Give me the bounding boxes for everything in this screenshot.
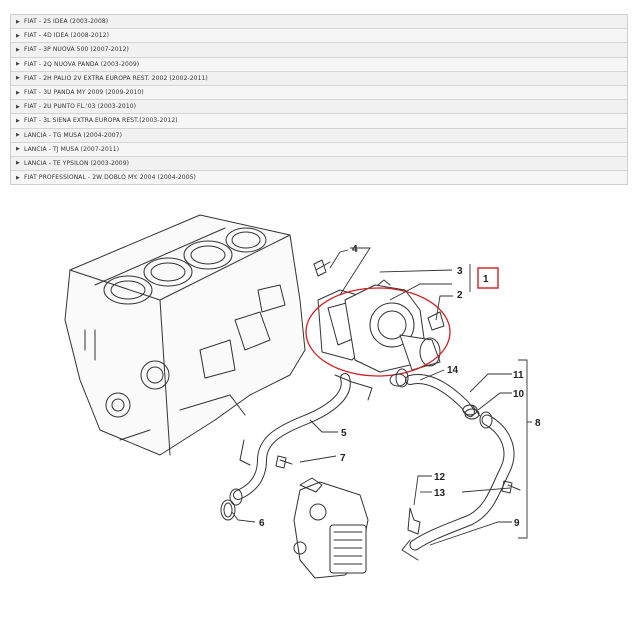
- thermostat-housing-illustration: [317, 279, 445, 373]
- leader-line: [469, 373, 512, 393]
- sensor-illustration: [407, 507, 421, 535]
- callout-1[interactable]: 1: [483, 274, 489, 285]
- model-label: LANCIA - TG MUSA (2004-2007): [24, 131, 123, 139]
- expand-arrow-icon[interactable]: ▶: [16, 46, 20, 53]
- leader-line: [231, 511, 256, 523]
- clamp-illustration: [389, 373, 480, 420]
- model-label: FIAT - 2H PALIO 2V EXTRA EUROPA REST. 20…: [24, 74, 208, 82]
- expand-arrow-icon[interactable]: ▶: [16, 103, 20, 110]
- model-row[interactable]: ▶ LANCIA - TJ MUSA (2007-2011): [11, 142, 627, 157]
- callout-box-highlighted: [477, 267, 499, 289]
- bolt-illustration: [275, 455, 293, 469]
- bolt-illustration: [313, 259, 331, 277]
- water-pump-illustration: [293, 477, 369, 579]
- model-row[interactable]: ▶ FIAT - 2Q NUOVA PANDA (2003-2009): [11, 57, 627, 72]
- leader-line: [309, 419, 338, 433]
- callout-7[interactable]: 7: [340, 453, 346, 464]
- upper-hose-illustration: [395, 368, 481, 417]
- callout-4[interactable]: 4: [352, 244, 358, 255]
- model-label: FIAT - 2Q NUOVA PANDA (2003-2009): [24, 60, 140, 68]
- bolt-illustration: [501, 480, 521, 494]
- highlight-ellipse: [305, 287, 451, 377]
- model-row[interactable]: ▶ LANCIA - TG MUSA (2004-2007): [11, 128, 627, 143]
- hose-illustration: [229, 373, 373, 506]
- leader-line: [435, 295, 453, 321]
- leader-line: [461, 487, 511, 493]
- model-row[interactable]: ▶ LANCIA - TE YPSILON (2003-2009): [11, 156, 627, 172]
- expand-arrow-icon[interactable]: ▶: [16, 146, 20, 153]
- callout-11[interactable]: 11: [513, 370, 524, 381]
- model-label: FIAT PROFESSIONAL - 2W DOBLO MY. 2004 (2…: [24, 174, 196, 182]
- vehicle-model-list: ▶ FIAT - 2S IDEA (2003-2008) ▶ FIAT - 4D I…: [10, 14, 628, 186]
- expand-arrow-icon[interactable]: ▶: [16, 32, 20, 39]
- leader-line: [329, 249, 349, 269]
- model-row[interactable]: ▶ FIAT - 4D IDEA (2008-2012): [11, 29, 627, 44]
- expand-arrow-icon[interactable]: ▶: [16, 174, 20, 181]
- callout-10[interactable]: 10: [513, 389, 525, 400]
- model-label: FIAT - 3U PANDA MY 2009 (2009-2010): [24, 89, 144, 97]
- leader-line: [429, 521, 512, 546]
- model-label: FIAT - 3L SIENA EXTRA EUROPA REST.(2003-…: [24, 117, 178, 125]
- callout-5[interactable]: 5: [341, 428, 347, 439]
- hose-illustration: [401, 411, 515, 561]
- leader-line: [518, 359, 528, 539]
- model-label: LANCIA - TE YPSILON (2003-2009): [24, 159, 130, 167]
- callout-8[interactable]: 8: [535, 418, 541, 429]
- leader-line: [419, 369, 445, 381]
- model-row[interactable]: ▶ FIAT - 3P NUOVA 500 (2007-2012): [11, 43, 627, 58]
- callout-2[interactable]: 2: [457, 290, 463, 301]
- leader-line: [477, 392, 512, 411]
- engine-block-illustration: [64, 214, 306, 456]
- callout-12[interactable]: 12: [434, 472, 446, 483]
- model-row[interactable]: ▶ FIAT - 2S IDEA (2003-2008): [11, 15, 627, 30]
- model-label: FIAT - 2S IDEA (2003-2008): [24, 18, 109, 26]
- callout-6[interactable]: 6: [259, 518, 265, 529]
- leader-line: [379, 269, 453, 273]
- callout-3[interactable]: 3: [457, 266, 463, 277]
- o-ring-illustration: [220, 499, 236, 521]
- leader-line: [413, 475, 432, 506]
- callout-14[interactable]: 14: [447, 365, 459, 376]
- expand-arrow-icon[interactable]: ▶: [16, 117, 20, 124]
- callout-13[interactable]: 13: [434, 488, 446, 499]
- leader-line: [389, 283, 452, 301]
- leader-line: [339, 247, 371, 296]
- model-row[interactable]: ▶ FIAT - 3U PANDA MY 2009 (2009-2010): [11, 85, 627, 101]
- model-row[interactable]: ▶ FIAT - 3L SIENA EXTRA EUROPA REST.(2003…: [11, 114, 627, 129]
- expand-arrow-icon[interactable]: ▶: [16, 89, 20, 96]
- model-label: FIAT - 4D IDEA (2008-2012): [24, 32, 110, 40]
- model-label: LANCIA - TJ MUSA (2007-2011): [24, 145, 120, 153]
- model-row[interactable]: ▶ FIAT - 2U PUNTO FL.'03 (2003-2010): [11, 100, 627, 115]
- model-row[interactable]: ▶ FIAT - 2H PALIO 2V EXTRA EUROPA REST. 2…: [11, 71, 627, 86]
- expand-arrow-icon[interactable]: ▶: [16, 132, 20, 139]
- parts-diagram: 1 2 3 4 5 6 7 8 9 10 11 12 13 14: [64, 214, 541, 579]
- expand-arrow-icon[interactable]: ▶: [16, 160, 20, 167]
- model-row[interactable]: ▶ FIAT PROFESSIONAL - 2W DOBLO MY. 2004 (…: [11, 171, 627, 185]
- callout-9[interactable]: 9: [514, 518, 520, 529]
- expand-arrow-icon[interactable]: ▶: [16, 75, 20, 82]
- model-label: FIAT - 2U PUNTO FL.'03 (2003-2010): [24, 103, 137, 111]
- model-label: FIAT - 3P NUOVA 500 (2007-2012): [24, 46, 129, 54]
- leader-line: [299, 455, 337, 463]
- expand-arrow-icon[interactable]: ▶: [16, 18, 20, 25]
- expand-arrow-icon[interactable]: ▶: [16, 61, 20, 68]
